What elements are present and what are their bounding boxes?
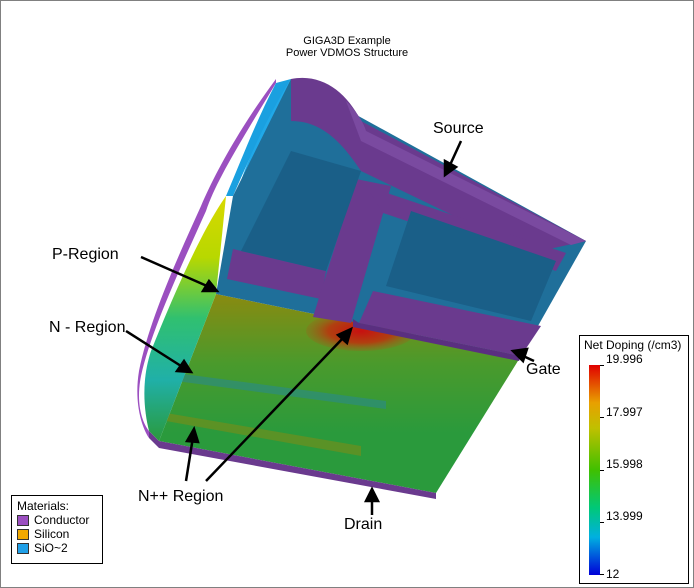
legend-item-conductor: Conductor (17, 514, 89, 527)
silicon-front-face (159, 294, 521, 493)
colorbar-tick-label: 17.997 (606, 405, 643, 419)
label-n-plus-plus-region: N++ Region (138, 488, 224, 505)
label-drain: Drain (344, 516, 383, 533)
colorbar-tick-label: 12 (606, 567, 620, 581)
silicon-streak (166, 413, 361, 456)
drain-bottom-edge (149, 431, 159, 448)
colorbar-tick-label: 15.998 (606, 457, 643, 471)
swatch-conductor (17, 515, 29, 527)
label-p-region: P-Region (52, 246, 119, 263)
figure-title: GIGA3D Example Power VDMOS Structure (1, 35, 693, 59)
legend-label-silicon: Silicon (34, 527, 70, 541)
drain-conductor (159, 441, 436, 499)
legend-label-conductor: Conductor (34, 513, 90, 527)
left-oxide-band (226, 79, 291, 196)
colorbar-title: Net Doping (/cm3) (584, 338, 682, 352)
oxide-recess-left (241, 151, 361, 271)
label-gate: Gate (526, 361, 561, 378)
legend-item-sio2: SiO~2 (17, 542, 68, 555)
label-source: Source (433, 120, 484, 137)
legend-label-sio2: SiO~2 (34, 541, 68, 555)
colorbar-tick-mark (600, 417, 604, 418)
source-conductor-highlight (346, 101, 586, 245)
source-bar-vertical (313, 179, 391, 323)
left-curved-face (144, 196, 226, 441)
title-line-1: GIGA3D Example (303, 35, 391, 47)
source-bar-left (227, 249, 326, 299)
colorbar-tick-mark (600, 574, 604, 575)
colorbar-tick-mark (600, 365, 604, 366)
colorbar-gradient (589, 365, 600, 575)
materials-legend: Materials: Conductor Silicon SiO~2 (11, 495, 103, 564)
gate-bar (359, 291, 541, 356)
label-n-region: N - Region (49, 319, 126, 336)
colorbar-tick-mark (600, 522, 604, 523)
gate-bar-edge (353, 319, 521, 361)
colorbar-tick-mark (600, 470, 604, 471)
oxide-streak (176, 373, 386, 409)
annotation-arrows (125, 140, 535, 515)
colorbar-tick-label: 19.996 (606, 352, 643, 366)
net-doping-colorbar: Net Doping (/cm3) 19.996 17.997 15.998 1… (579, 335, 689, 584)
oxide-recess-right (386, 211, 556, 321)
materials-legend-title: Materials: (17, 499, 70, 513)
title-line-2: Power VDMOS Structure (285, 47, 409, 59)
swatch-silicon (17, 529, 29, 541)
legend-item-silicon: Silicon (17, 528, 69, 541)
swatch-sio2 (17, 543, 29, 555)
colorbar-tick-label: 13.999 (606, 509, 643, 523)
